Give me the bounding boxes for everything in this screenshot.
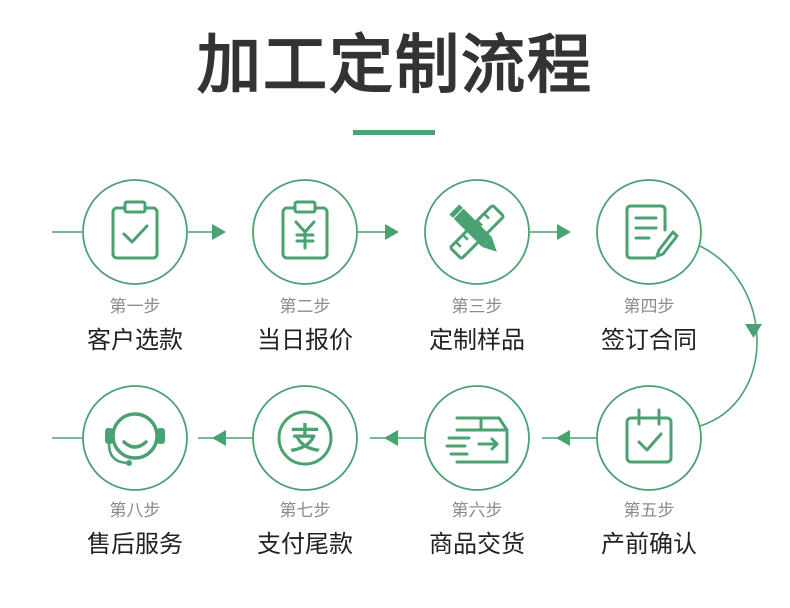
step-name: 支付尾款 (257, 530, 353, 558)
step-number: 第四步 (623, 297, 675, 317)
arrow-left-icon (556, 430, 570, 446)
arrow-left-icon (384, 430, 398, 446)
step-number: 第七步 (279, 501, 331, 521)
step-7: 第七步 支付尾款 (225, 500, 385, 560)
page-title: 加工定制流程 (197, 29, 593, 103)
step-3: 第三步 定制样品 (397, 296, 557, 356)
step-number: 第二步 (279, 297, 331, 317)
curve-connector (699, 245, 758, 427)
step-number: 第三步 (451, 297, 503, 317)
headset-service-icon (105, 412, 165, 466)
step-4-circle (596, 179, 702, 285)
arrow-right-icon (557, 224, 571, 240)
step-name: 商品交货 (429, 530, 525, 558)
step-6-circle (424, 385, 530, 491)
delivery-box-icon (445, 416, 509, 464)
contract-pen-icon (625, 204, 679, 260)
step-1: 第一步 客户选款 (55, 296, 215, 356)
step-name: 售后服务 (87, 530, 183, 558)
pencil-ruler-icon (449, 204, 505, 260)
step-7-circle (252, 385, 358, 491)
step-2: 第二步 当日报价 (225, 296, 385, 356)
clipboard-check-icon (111, 200, 159, 260)
step-5: 第五步 产前确认 (569, 500, 729, 560)
step-number: 第八步 (109, 501, 161, 521)
title-underline (353, 130, 435, 135)
step-1-circle (82, 179, 188, 285)
alipay-icon: 支 (277, 410, 333, 466)
step-name: 产前确认 (601, 530, 697, 558)
step-5-circle (596, 385, 702, 491)
step-number: 第一步 (109, 297, 161, 317)
step-6: 第六步 商品交货 (397, 500, 557, 560)
step-name: 签订合同 (601, 326, 697, 354)
arrow-right-icon (212, 224, 226, 240)
step-8-circle (82, 385, 188, 491)
step-8: 第八步 售后服务 (55, 500, 215, 560)
step-name: 当日报价 (257, 326, 353, 354)
step-name: 客户选款 (87, 326, 183, 354)
arrow-heads-row-1 (212, 224, 571, 240)
step-name: 定制样品 (429, 326, 525, 354)
arrow-left-icon (212, 430, 226, 446)
arrow-heads-row-2 (212, 430, 570, 446)
arrow-right-icon (385, 224, 399, 240)
step-4: 第四步 签订合同 (569, 296, 729, 356)
step-number: 第五步 (623, 501, 675, 521)
arrow-down-icon (745, 324, 762, 338)
calendar-check-icon (625, 408, 673, 464)
step-number: 第六步 (451, 501, 503, 521)
clipboard-yuan-icon (281, 200, 329, 260)
svg-text:支: 支 (290, 422, 320, 457)
